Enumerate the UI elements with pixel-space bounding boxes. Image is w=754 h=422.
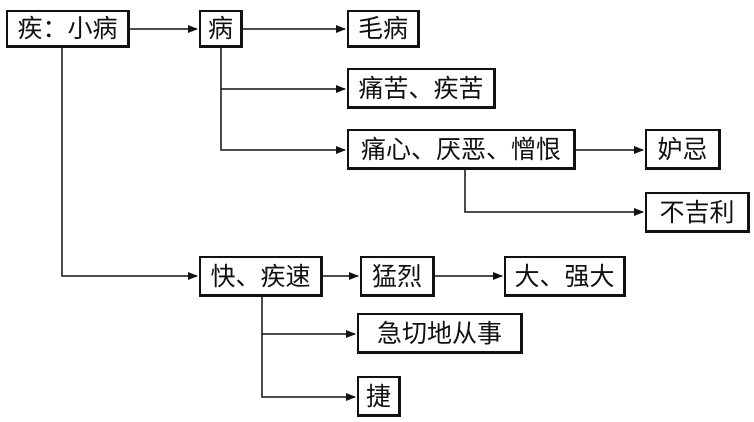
node-tong-ku-label: 痛苦、疾苦 <box>358 73 484 103</box>
node-ji-qie: 急切地从事 <box>357 313 523 354</box>
node-root: 疾：小病 <box>6 10 130 48</box>
node-tong-xin: 痛心、厌恶、憎恨 <box>347 129 576 170</box>
node-kuai-label: 快、疾速 <box>210 261 311 291</box>
connector-kuai-to-jiqie <box>261 297 356 338</box>
node-da: 大、强大 <box>504 256 626 297</box>
node-kuai: 快、疾速 <box>199 256 323 297</box>
node-tong-ku: 痛苦、疾苦 <box>347 68 496 109</box>
node-da-label: 大、强大 <box>514 261 615 291</box>
node-bu-ji-li-label: 不吉利 <box>659 197 735 227</box>
node-du-ji-label: 妒忌 <box>657 134 708 164</box>
connector-bing-to-tongxin <box>220 89 346 154</box>
node-mao-bing-label: 毛病 <box>357 14 408 43</box>
node-jie: 捷 <box>357 376 401 417</box>
connector-tongxin-to-bujili <box>464 170 644 216</box>
node-mao-bing: 毛病 <box>347 10 420 48</box>
node-du-ji: 妒忌 <box>645 129 721 170</box>
connector-root-to-kuai <box>61 48 198 280</box>
connector-bing-to-tongku <box>220 48 346 93</box>
node-ji-qie-label: 急切地从事 <box>376 318 502 348</box>
node-bing-label: 病 <box>207 14 233 43</box>
node-meng-lie-label: 猛烈 <box>371 261 422 291</box>
node-meng-lie: 猛烈 <box>360 256 435 297</box>
node-bu-ji-li: 不吉利 <box>645 192 750 233</box>
node-tong-xin-label: 痛心、厌恶、憎恨 <box>360 134 561 164</box>
node-jie-label: 捷 <box>365 381 391 411</box>
connector-kuai-to-jie <box>261 334 356 401</box>
node-bing: 病 <box>199 10 243 48</box>
node-root-label: 疾：小病 <box>17 14 118 43</box>
